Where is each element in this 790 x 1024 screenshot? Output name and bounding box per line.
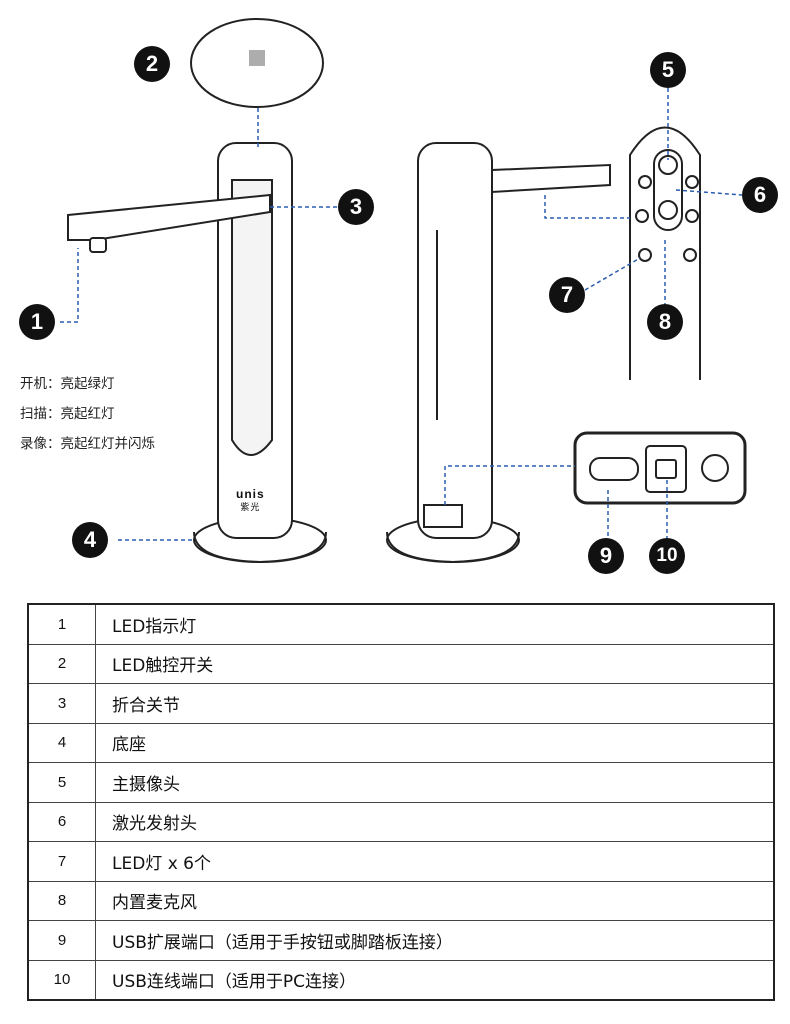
part-description: 底座: [95, 722, 775, 763]
part-description: LED灯 x 6个: [95, 841, 775, 882]
lamp-back-illustration: [386, 142, 611, 564]
product-diagram: [60, 18, 747, 564]
part-description: LED触控开关: [95, 643, 775, 684]
part-description: 内置麦克风: [95, 880, 775, 921]
callout-8: 8: [647, 304, 683, 340]
part-number: 9: [27, 920, 96, 961]
callout-4: 4: [72, 522, 108, 558]
part-number: 8: [27, 880, 96, 921]
callout-2: 2: [134, 46, 170, 82]
part-description: LED指示灯: [95, 603, 775, 645]
lamp-front-illustration: [67, 142, 327, 564]
part-number: 5: [27, 762, 96, 803]
part-number: 7: [27, 841, 96, 882]
port-panel-closeup: [573, 431, 747, 505]
callout-6: 6: [742, 177, 778, 213]
status-note-power: 开机：亮起绿灯: [20, 376, 115, 392]
part-description: USB连线端口（适用于PC连接）: [95, 959, 775, 1001]
status-note-record: 录像：亮起红灯并闪烁: [20, 436, 155, 452]
part-description: 激光发射头: [95, 801, 775, 842]
callout-7: 7: [549, 277, 585, 313]
callout-9: 9: [588, 538, 624, 574]
part-description: 折合关节: [95, 683, 775, 724]
status-note-scan: 扫描：亮起红灯: [20, 406, 115, 422]
part-number: 10: [27, 959, 96, 1001]
part-description: 主摄像头: [95, 762, 775, 803]
logo-text: unis: [236, 487, 265, 501]
part-number: 1: [27, 603, 96, 645]
callout-3: 3: [338, 189, 374, 225]
part-number: 4: [27, 722, 96, 763]
part-number: 3: [27, 683, 96, 724]
part-number: 2: [27, 643, 96, 684]
logo-text-cn: 紫光: [240, 502, 261, 512]
table-row: 7 LED灯 x 6个: [27, 841, 775, 882]
part-description: USB扩展端口（适用于手按钮或脚踏板连接）: [95, 920, 775, 961]
part-number: 6: [27, 801, 96, 842]
camera-head-closeup: [629, 126, 701, 380]
callout-5: 5: [650, 52, 686, 88]
callout-1: 1: [19, 304, 55, 340]
callout-10: 10: [649, 538, 685, 574]
